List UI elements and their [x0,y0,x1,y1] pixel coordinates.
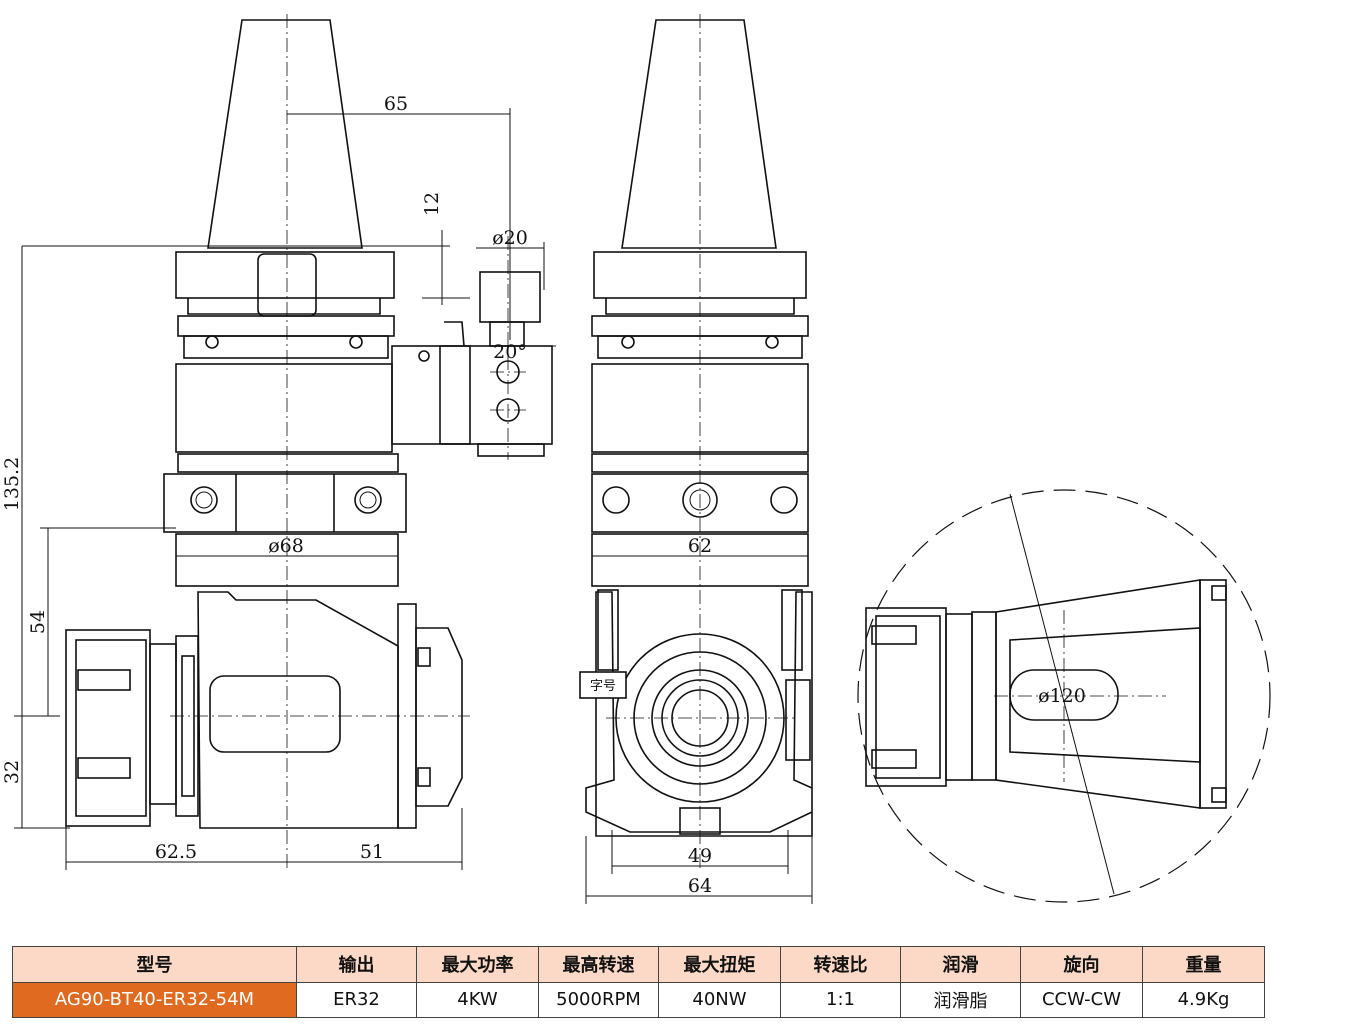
header-lubrication: 润滑 [900,946,1021,983]
value-rotation: CCW-CW [1020,981,1143,1018]
dim-49: 49 [688,845,712,867]
dim-64: 64 [688,875,712,897]
value-max-power: 4KW [416,981,539,1018]
dim-54: 54 [27,610,49,634]
value-model: AG90-BT40-ER32-54M [12,981,297,1018]
header-output: 输出 [296,946,417,983]
value-max-torque: 40NW [658,981,781,1018]
dim-phi68: ø68 [268,535,304,557]
dim-65: 65 [384,93,408,115]
header-max-speed: 最高转速 [538,946,659,983]
front-view [579,14,813,904]
dim-phi120: ø120 [1038,685,1086,707]
value-ratio: 1:1 [780,981,901,1018]
spec-header-row: 型号 输出 最大功率 最高转速 最大扭矩 转速比 润滑 旋向 重量 [12,946,1265,983]
technical-drawing: 65 12 ø20 20° 135.2 ø68 54 32 62.5 51 62… [1,14,1271,904]
header-model: 型号 [12,946,297,983]
header-max-power: 最大功率 [416,946,539,983]
dim-135-2: 135.2 [1,457,23,511]
dim-32: 32 [1,760,23,784]
header-ratio: 转速比 [780,946,901,983]
dim-62: 62 [688,535,712,557]
marking-label: 字号 [590,679,616,694]
dim-12: 12 [421,192,443,216]
header-max-torque: 最大扭矩 [658,946,781,983]
dim-51: 51 [360,841,384,863]
value-output: ER32 [296,981,417,1018]
side-view [14,14,556,870]
header-rotation: 旋向 [1020,946,1143,983]
dim-phi20: ø20 [492,227,528,249]
rotated-view [857,489,1271,903]
header-weight: 重量 [1142,946,1265,983]
dim-angle-20: 20° [493,341,527,363]
spec-table: 型号 输出 最大功率 最高转速 最大扭矩 转速比 润滑 旋向 重量 AG90-B… [12,946,1265,1018]
spec-value-row: AG90-BT40-ER32-54M ER32 4KW 5000RPM 40NW… [12,981,1265,1018]
value-max-speed: 5000RPM [538,981,659,1018]
value-lubrication: 润滑脂 [900,981,1021,1018]
value-weight: 4.9Kg [1142,981,1265,1018]
dim-62-5: 62.5 [155,841,197,863]
